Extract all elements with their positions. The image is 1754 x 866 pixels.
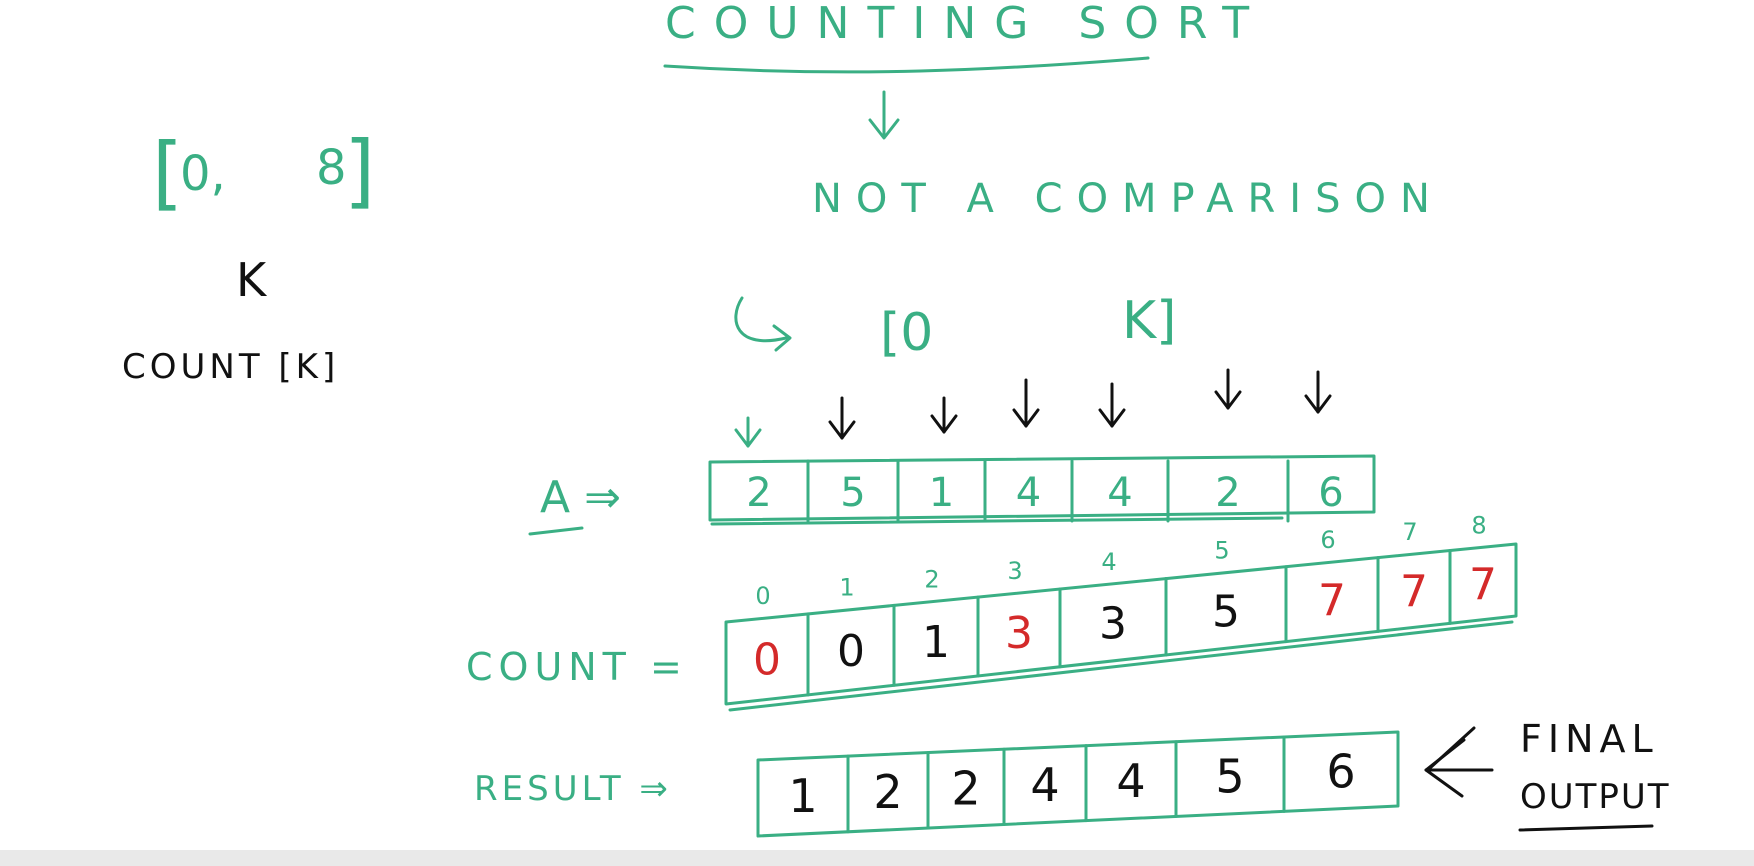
subtitle-text: NOT A COMPARISON (812, 176, 1444, 222)
final-output-underline (1518, 824, 1654, 832)
result-array-cell-value: 2 (951, 762, 980, 816)
down-arrow-icon (868, 90, 900, 140)
count-array-outline (724, 542, 1518, 706)
count-array-cell-value: 0 (837, 626, 865, 677)
count-array-index: 6 (1320, 526, 1335, 554)
array-a-cell-value: 5 (840, 470, 865, 516)
range-left-open: [ (152, 126, 183, 219)
array-a-label-underline (528, 526, 584, 536)
final-output-line1: FINAL (1520, 717, 1659, 761)
pointer-arrow-icon (828, 396, 856, 440)
pointer-arrow-icon (1098, 382, 1126, 428)
array-a-cell-value: 6 (1318, 470, 1343, 516)
count-array-label: COUNT = (466, 645, 688, 689)
count-array-cell-value: 7 (1318, 575, 1346, 626)
pointer-arrow-icon (734, 416, 762, 448)
result-array-cell-value: 2 (873, 765, 902, 819)
count-array-index: 8 (1471, 511, 1486, 539)
pointer-arrow-icon (1012, 378, 1040, 428)
pointer-arrows (734, 368, 1332, 448)
result-array-cell-value: 4 (1116, 754, 1145, 808)
range-center-hi: K] (1122, 291, 1176, 351)
count-array-cell-value: 5 (1212, 586, 1240, 637)
final-output-line2: OUTPUT (1520, 777, 1671, 817)
bottom-bar (0, 850, 1754, 866)
range-left-close: ] (344, 124, 375, 217)
result-array-cell-value: 1 (788, 769, 817, 823)
result-array-outline (756, 730, 1400, 838)
count-array-cell-value: 7 (1400, 567, 1428, 618)
count-array-index: 4 (1101, 548, 1116, 576)
count-k-label: COUNT [K] (122, 347, 339, 387)
k-label: K (236, 253, 268, 307)
array-a-cell-value: 2 (746, 470, 771, 516)
hook-arrow-icon (734, 296, 792, 352)
count-array-cell-value: 1 (922, 617, 950, 668)
result-array-cell-value: 6 (1326, 745, 1355, 799)
result-array-label: RESULT ⇒ (474, 769, 672, 809)
pointer-arrow-icon (930, 396, 958, 434)
count-array-index: 1 (839, 574, 854, 602)
count-array-index: 0 (755, 582, 770, 610)
array-a-cell-value: 4 (1016, 470, 1041, 516)
count-array-cell-value: 0 (753, 635, 781, 686)
array-a-cell-value: 2 (1215, 470, 1240, 516)
result-array-cell-value: 5 (1215, 750, 1244, 804)
left-arrow-icon (1424, 726, 1494, 798)
array-a-cell-value: 1 (929, 470, 954, 516)
count-array-cell-value: 3 (1005, 608, 1033, 659)
pointer-arrow-icon (1214, 368, 1242, 410)
array-a: 2 5 1 4 4 2 6 (708, 454, 1376, 526)
array-a-outline (708, 454, 1376, 522)
count-array-cell-value: 3 (1099, 598, 1127, 649)
count-array-shadow-line (728, 620, 1514, 712)
count-array-index: 3 (1007, 557, 1022, 585)
range-center-open: [0 (880, 303, 933, 363)
count-array-cell-value: 7 (1469, 559, 1497, 610)
array-a-shadow-line (710, 516, 1284, 526)
title-text: COUNTING SORT (665, 0, 1267, 49)
result-array-cell-value: 4 (1030, 758, 1059, 812)
array-a-cell-value: 4 (1107, 470, 1132, 516)
title-underline (663, 56, 1150, 74)
count-array-index: 7 (1402, 518, 1417, 546)
pointer-arrow-icon (1304, 370, 1332, 414)
range-left-hi: 8 (316, 140, 347, 196)
array-a-label: A ⇒ (540, 472, 621, 523)
range-left-lo: 0, (180, 146, 226, 202)
count-array-index: 2 (924, 565, 939, 593)
count-array-index: 5 (1214, 537, 1229, 565)
range-left: [ 0, 8 ] (152, 124, 375, 219)
